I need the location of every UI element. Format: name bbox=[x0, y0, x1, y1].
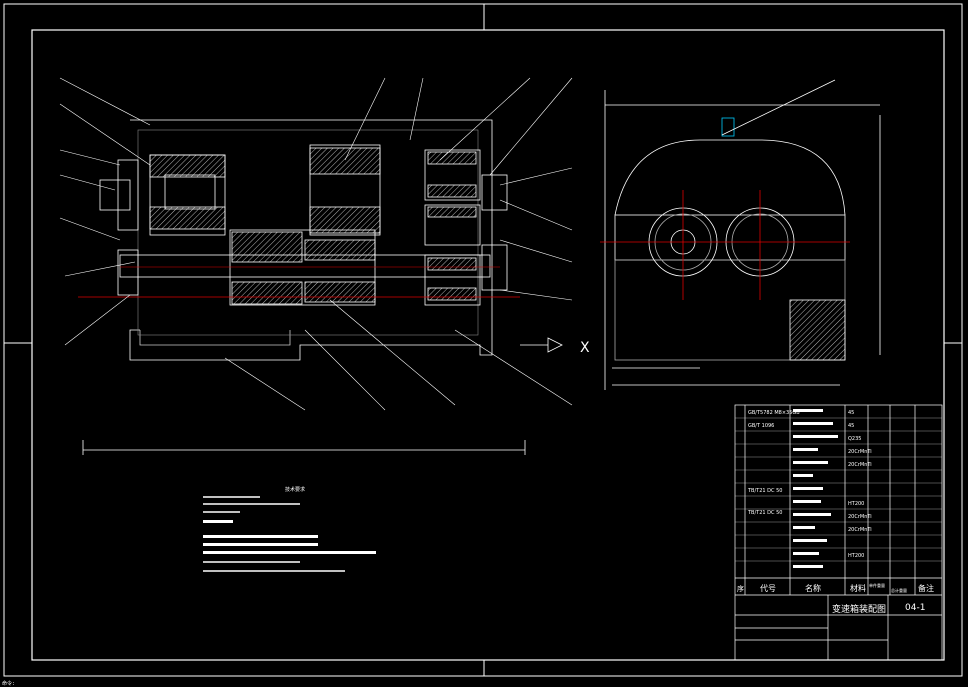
title-block-rows bbox=[735, 417, 942, 562]
view-marker-text: X bbox=[580, 340, 590, 356]
drawing-title: 变速箱装配图 bbox=[832, 603, 886, 615]
command-status-bar: 命令: bbox=[0, 681, 968, 687]
code-4: TB/T21 DC 50 bbox=[747, 510, 782, 516]
status-text: 命令: bbox=[2, 681, 16, 687]
leader-lines bbox=[59, 77, 573, 411]
header-code: 代号 bbox=[760, 583, 776, 593]
middle-gear bbox=[309, 144, 381, 236]
input-gear bbox=[149, 154, 226, 236]
parts-list-materials: 45 45 Q235 20CrMnTi 20CrMnTi HT200 20CrM… bbox=[848, 410, 872, 559]
header-material: 材料 bbox=[850, 583, 866, 593]
front-section-view bbox=[78, 119, 563, 455]
header-unit-weight: 单件重量 bbox=[869, 582, 885, 588]
requirements-title: 技术要求 bbox=[285, 486, 305, 493]
parts-list-header: 序 代号 名称 材料 单件重量 总计重量 备注 bbox=[737, 582, 934, 593]
material-9: HT200 bbox=[848, 553, 864, 559]
material-5: 20CrMnTi bbox=[848, 462, 872, 468]
code-3: TB/T21 DC 50 bbox=[747, 488, 782, 494]
material-3: Q235 bbox=[848, 436, 861, 442]
drawing-number: 04-1 bbox=[905, 603, 925, 613]
side-view bbox=[600, 79, 881, 390]
material-1: 45 bbox=[848, 410, 854, 416]
code-1: GB/T5782 M8×35GB bbox=[748, 410, 800, 416]
parts-list-names bbox=[793, 409, 838, 568]
material-6: HT200 bbox=[848, 501, 864, 507]
title-block bbox=[734, 404, 943, 661]
header-no: 序 bbox=[737, 584, 744, 593]
sheet-border bbox=[3, 3, 963, 677]
header-name: 名称 bbox=[805, 583, 821, 593]
material-8: 20CrMnTi bbox=[848, 527, 872, 533]
parts-list-codes: GB/T5782 M8×35GB GB/T 1096 TB/T21 DC 50 … bbox=[747, 410, 800, 516]
right-bearings bbox=[424, 149, 481, 306]
material-7: 20CrMnTi bbox=[848, 514, 872, 520]
technical-requirements: 技术要求 bbox=[203, 486, 376, 572]
material-4: 20CrMnTi bbox=[848, 449, 872, 455]
header-remarks: 备注 bbox=[918, 583, 934, 593]
material-2: 45 bbox=[848, 423, 854, 429]
code-2: GB/T 1096 bbox=[748, 423, 774, 429]
header-total-weight: 总计重量 bbox=[891, 587, 907, 593]
output-shaft bbox=[119, 229, 491, 306]
